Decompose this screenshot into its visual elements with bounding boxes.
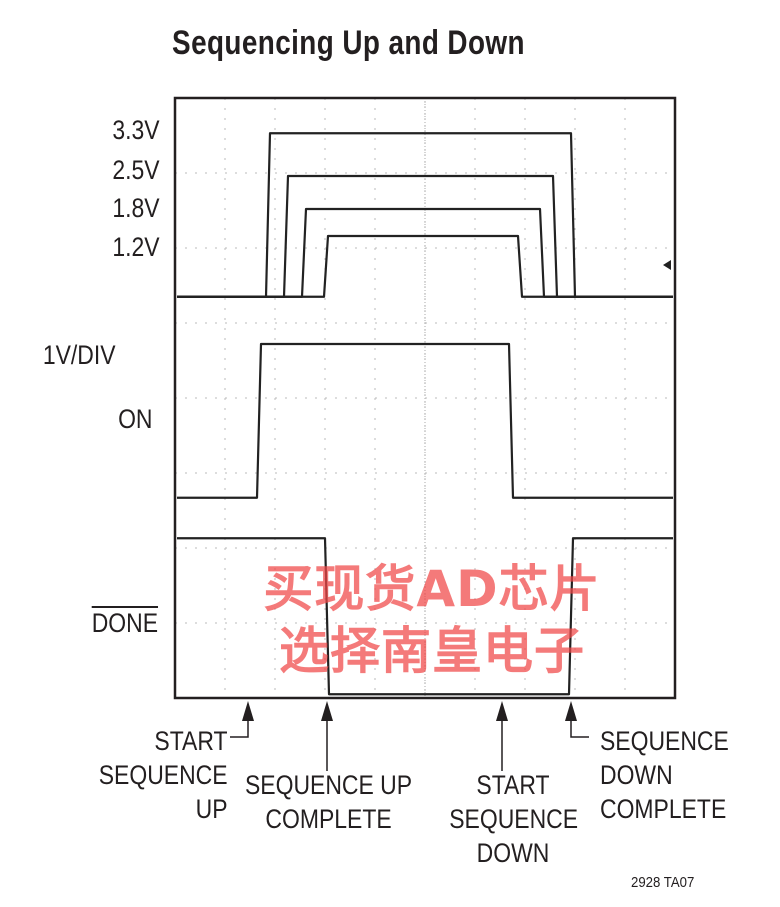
- label-3v3: 3.3V: [112, 115, 160, 145]
- trigger-marker-icon: [663, 260, 671, 270]
- trace-1v2v: [177, 234, 673, 298]
- figure-id: 2928 TA07: [631, 874, 695, 891]
- arrow-head-icon: [321, 701, 333, 721]
- trace-done: [177, 537, 673, 696]
- label-done: DONE: [91, 608, 158, 638]
- label-scale: 1V/DIV: [43, 340, 116, 370]
- annotation-arrow-0: [230, 719, 249, 738]
- watermark: 买现货AD芯片选择南皇电子: [263, 560, 601, 680]
- arrow-head-icon: [496, 701, 508, 721]
- label-2v5: 2.5V: [112, 155, 160, 185]
- annotation-seq-up-complete: SEQUENCE UP COMPLETE: [245, 770, 413, 834]
- chart-title: Sequencing Up and Down: [172, 24, 525, 62]
- arrow-head-icon: [242, 701, 254, 721]
- arrow-head-icon: [565, 701, 577, 721]
- annotation-start-seq-down: START SEQUENCE DOWN: [449, 770, 579, 868]
- trace-on: [177, 342, 673, 499]
- annotation-seq-down-complete: SEQUENCE DOWN COMPLETE: [600, 726, 729, 824]
- label-1v8: 1.8V: [112, 193, 160, 223]
- annotation-arrow-3: [570, 719, 589, 738]
- annotation-start-seq-up: START SEQUENCE UP: [99, 726, 228, 824]
- plot-frame: [173, 96, 677, 700]
- label-on: ON: [117, 404, 152, 434]
- label-1v2: 1.2V: [112, 232, 160, 262]
